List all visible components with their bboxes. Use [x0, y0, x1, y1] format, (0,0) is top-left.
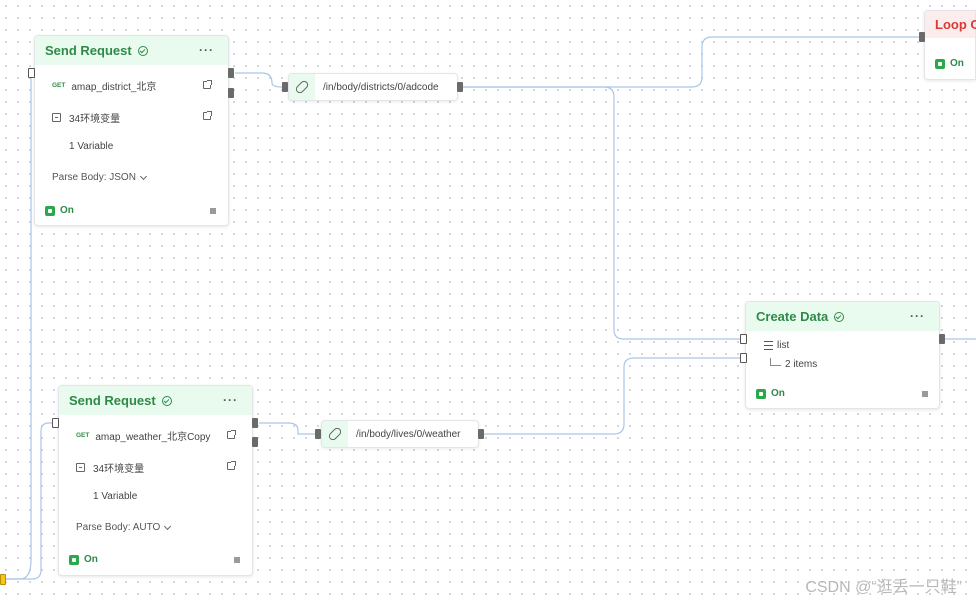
input-port[interactable]: [919, 32, 925, 42]
parse-body-label: Parse Body: AUTO: [76, 522, 161, 533]
output-port[interactable]: [478, 429, 484, 439]
wire-left-bus-1: [5, 73, 32, 580]
output-port[interactable]: [457, 82, 463, 92]
path-extract-node-1[interactable]: /in/body/districts/0/adcode: [288, 73, 458, 101]
open-external-icon[interactable]: [227, 461, 236, 470]
environment-name: 34环境变量: [93, 464, 145, 475]
send-request-node-2[interactable]: Send Request ··· GET amap_weather_北京Copy…: [58, 385, 253, 576]
link-box: [289, 74, 315, 100]
chevron-down-icon: [164, 522, 172, 530]
parse-body-label: Parse Body: JSON: [52, 172, 136, 183]
node-header[interactable]: Loop O: [925, 11, 976, 38]
field-name: list: [777, 340, 790, 351]
input-port[interactable]: [315, 429, 321, 439]
node-header[interactable]: Create Data ···: [746, 302, 939, 331]
wire-left-bus-2: [5, 422, 55, 580]
create-data-node[interactable]: Create Data ··· list 2 items On: [745, 301, 940, 409]
variables-label: 1 Variable: [93, 491, 138, 502]
enabled-toggle[interactable]: On: [935, 58, 964, 69]
toggle-on-icon: [45, 205, 55, 216]
open-external-icon[interactable]: [203, 111, 212, 120]
check-circle-icon: [137, 45, 148, 56]
wire-request2-to-path2: [259, 422, 316, 435]
toggle-on-icon: [935, 58, 945, 69]
request-row[interactable]: GET amap_weather_北京Copy: [76, 428, 210, 443]
link-icon: [294, 79, 310, 95]
check-circle-icon: [834, 311, 845, 322]
status-label: On: [84, 554, 98, 565]
data-field-row[interactable]: list: [764, 340, 789, 351]
json-path-label: /in/body/lives/0/weather: [356, 428, 461, 440]
toggle-on-icon: [756, 388, 766, 399]
more-options-icon[interactable]: ···: [199, 43, 214, 57]
node-header[interactable]: Send Request ···: [35, 36, 228, 65]
node-title: Send Request: [45, 43, 132, 58]
wire-path1-to-create-data: [462, 86, 742, 340]
link-box: [322, 421, 348, 447]
parse-body-dropdown[interactable]: Parse Body: JSON: [52, 172, 147, 183]
wire-request1-to-path1: [235, 72, 287, 88]
chevron-down-icon: [139, 172, 147, 180]
enabled-toggle[interactable]: On: [756, 388, 785, 399]
node-header[interactable]: Send Request ···: [59, 386, 252, 415]
start-port[interactable]: [0, 574, 6, 585]
environment-icon: [52, 113, 61, 122]
request-name: amap_district_北京: [71, 82, 157, 93]
more-options-icon[interactable]: ···: [223, 393, 238, 407]
resize-handle-icon[interactable]: [210, 208, 216, 214]
node-title: Send Request: [69, 393, 156, 408]
variables-count: 1 Variable: [69, 141, 113, 152]
node-title: Loop O: [935, 17, 976, 32]
output-port[interactable]: [939, 334, 945, 344]
resize-handle-icon[interactable]: [922, 391, 928, 397]
path-extract-node-2[interactable]: /in/body/lives/0/weather: [321, 420, 479, 448]
watermark: CSDN @“逛丢一只鞋”: [805, 579, 962, 596]
request-name: amap_weather_北京Copy: [95, 432, 211, 443]
field-items-row: 2 items: [770, 357, 818, 370]
output-port[interactable]: [228, 68, 234, 78]
enabled-toggle[interactable]: On: [45, 205, 74, 216]
node-title: Create Data: [756, 309, 829, 324]
http-method-badge: GET: [76, 432, 90, 439]
more-options-icon[interactable]: ···: [910, 309, 925, 323]
input-port[interactable]: [740, 334, 747, 344]
http-method-badge: GET: [52, 82, 66, 89]
check-circle-icon: [161, 395, 172, 406]
environment-name: 34环境变量: [69, 114, 121, 125]
variables-label: 1 Variable: [69, 141, 114, 152]
variables-count: 1 Variable: [93, 491, 137, 502]
items-count: 2 items: [785, 359, 818, 370]
send-request-node-1[interactable]: Send Request ··· GET amap_district_北京 34…: [34, 35, 229, 226]
status-label: On: [60, 205, 74, 216]
resize-handle-icon[interactable]: [234, 557, 240, 563]
environment-row[interactable]: 34环境变量: [76, 460, 144, 475]
wire-path2-to-create-data: [484, 357, 742, 435]
environment-icon: [76, 463, 85, 472]
toggle-on-icon: [69, 554, 79, 565]
input-port[interactable]: [52, 418, 59, 428]
output-port[interactable]: [252, 418, 258, 428]
open-external-icon[interactable]: [227, 430, 236, 439]
environment-row[interactable]: 34环境变量: [52, 110, 120, 125]
output-port[interactable]: [228, 88, 234, 98]
parse-body-dropdown[interactable]: Parse Body: AUTO: [76, 522, 172, 533]
wire-path1-to-loop: [462, 36, 919, 88]
request-row[interactable]: GET amap_district_北京: [52, 78, 156, 93]
enabled-toggle[interactable]: On: [69, 554, 98, 565]
output-port[interactable]: [252, 437, 258, 447]
input-port[interactable]: [282, 82, 288, 92]
input-port[interactable]: [28, 68, 35, 78]
status-label: On: [771, 388, 785, 399]
status-label: On: [950, 58, 964, 69]
loop-node[interactable]: Loop O On: [924, 10, 976, 80]
list-icon: [764, 341, 773, 350]
link-icon: [327, 426, 343, 442]
json-path-label: /in/body/districts/0/adcode: [323, 81, 439, 93]
tree-branch-icon: [770, 357, 781, 366]
open-external-icon[interactable]: [203, 80, 212, 89]
input-port[interactable]: [740, 353, 747, 363]
